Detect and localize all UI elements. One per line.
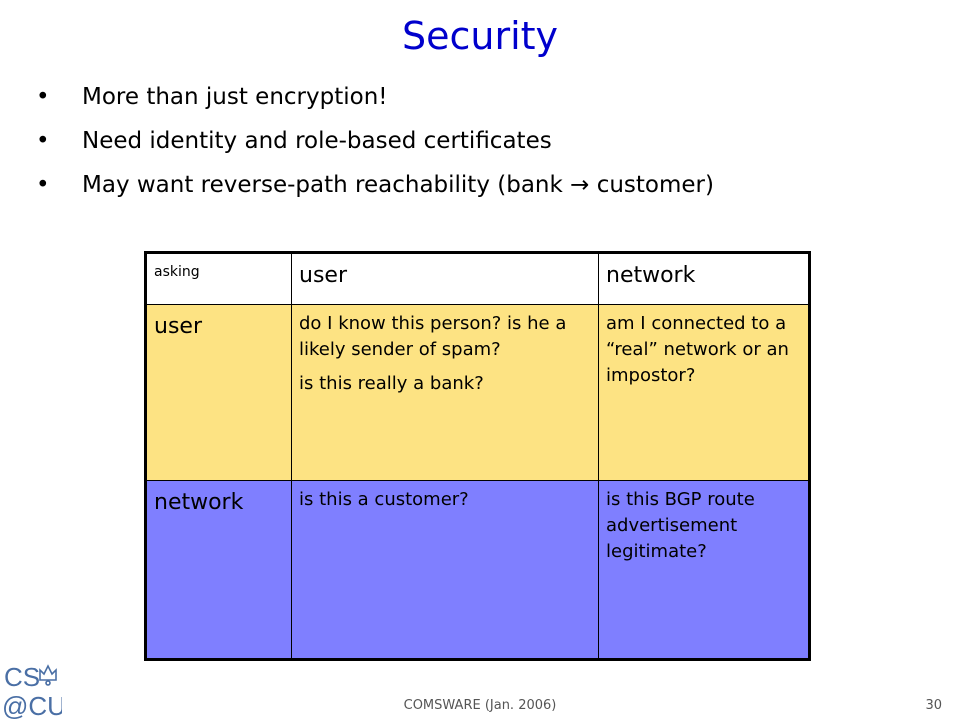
bullet-icon: • [36,84,50,110]
bullet-item: •May want reverse-path reachability (ban… [36,172,714,198]
svg-text:@CU: @CU [2,691,62,720]
bullet-list: •More than just encryption! •Need identi… [30,82,940,214]
table-cell: am I connected to a “real” network or an… [598,304,810,481]
bullet-item: •Need identity and role-based certificat… [36,128,552,154]
bullet-icon: • [36,172,50,198]
row-header-user: user [145,304,292,481]
trust-table: asking user network user do I know this … [144,251,811,661]
column-header-user: user [291,252,599,305]
table-cell: is this BGP route advertisement legitima… [598,480,810,660]
cs-cu-logo: CS @CU [2,662,62,720]
table-row-network: network is this a customer? is this BGP … [145,480,810,660]
footer-text: COMSWARE (Jan. 2006) [403,698,557,713]
crown-icon [39,664,57,686]
page-number: 30 [925,698,942,713]
table-cell: is this a customer? [291,480,599,660]
table-cell: do I know this person? is he a likely se… [291,304,599,481]
row-header-network: network [145,480,292,660]
bullet-icon: • [36,128,50,154]
svg-text:CS: CS [4,662,40,692]
column-header-network: network [598,252,810,305]
table-corner-cell: asking [145,252,292,305]
bullet-item: •More than just encryption! [36,84,388,110]
slide-title: Security [401,14,559,58]
table-row-user: user do I know this person? is he a like… [145,304,810,481]
table-header-row: asking user network [145,252,810,305]
